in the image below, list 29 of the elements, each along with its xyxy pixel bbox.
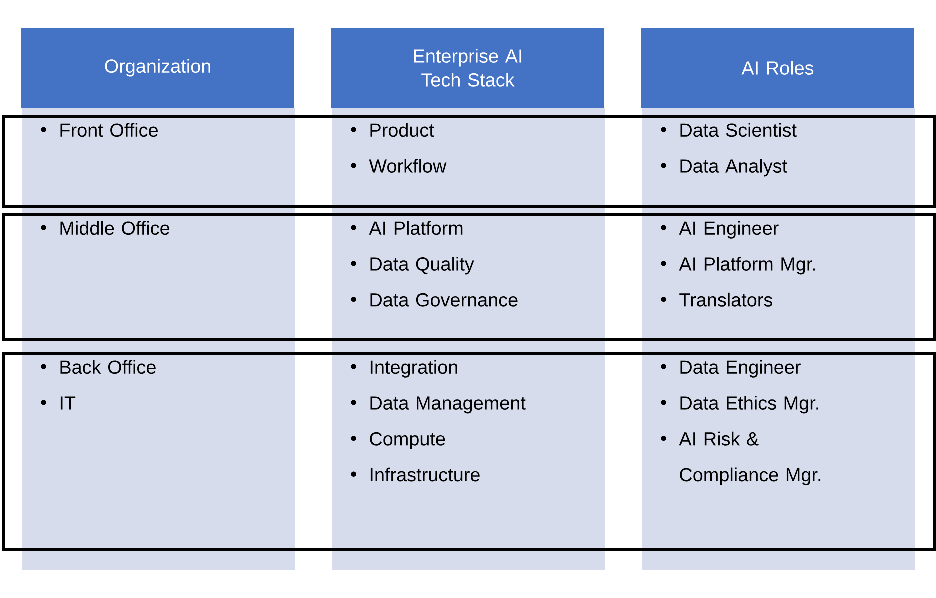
column-header: Enterprise AI Tech Stack <box>332 28 604 108</box>
list-item: Back Office <box>41 360 156 374</box>
list-item: AI Platform Mgr. <box>661 257 816 275</box>
list-item: Data Analyst <box>661 159 788 177</box>
list-item: AI Platform <box>351 221 463 236</box>
list-item: Data Engineer <box>661 360 801 378</box>
column-header: AI Roles <box>642 28 914 108</box>
list-item: AI Risk & Compliance Mgr. <box>661 432 821 486</box>
list-item: Data Scientist <box>661 123 797 138</box>
list-item: IT <box>41 396 76 410</box>
list-item: Product <box>351 123 434 138</box>
list-item: Data Quality <box>351 257 474 275</box>
row-frame <box>2 115 936 208</box>
list-item: Data Governance <box>351 293 518 307</box>
list-item: Translators <box>661 292 772 307</box>
column-header: Organization <box>22 28 294 108</box>
row-frame <box>2 352 936 551</box>
list-item: Infrastructure <box>351 468 480 482</box>
list-item: AI Engineer <box>661 221 779 239</box>
list-item: Data Ethics Mgr. <box>661 396 818 414</box>
node-label: Front Office <box>60 123 158 138</box>
row-frame <box>2 213 936 341</box>
list-item: Compute <box>351 432 446 450</box>
node-label: Middle Office <box>60 221 170 236</box>
list-item: Integration <box>351 360 458 378</box>
list-item: Data Management <box>351 396 526 414</box>
list-item: Front Office <box>41 123 158 138</box>
list-item: Middle Office <box>41 221 170 236</box>
list-item: Workflow <box>351 159 447 173</box>
